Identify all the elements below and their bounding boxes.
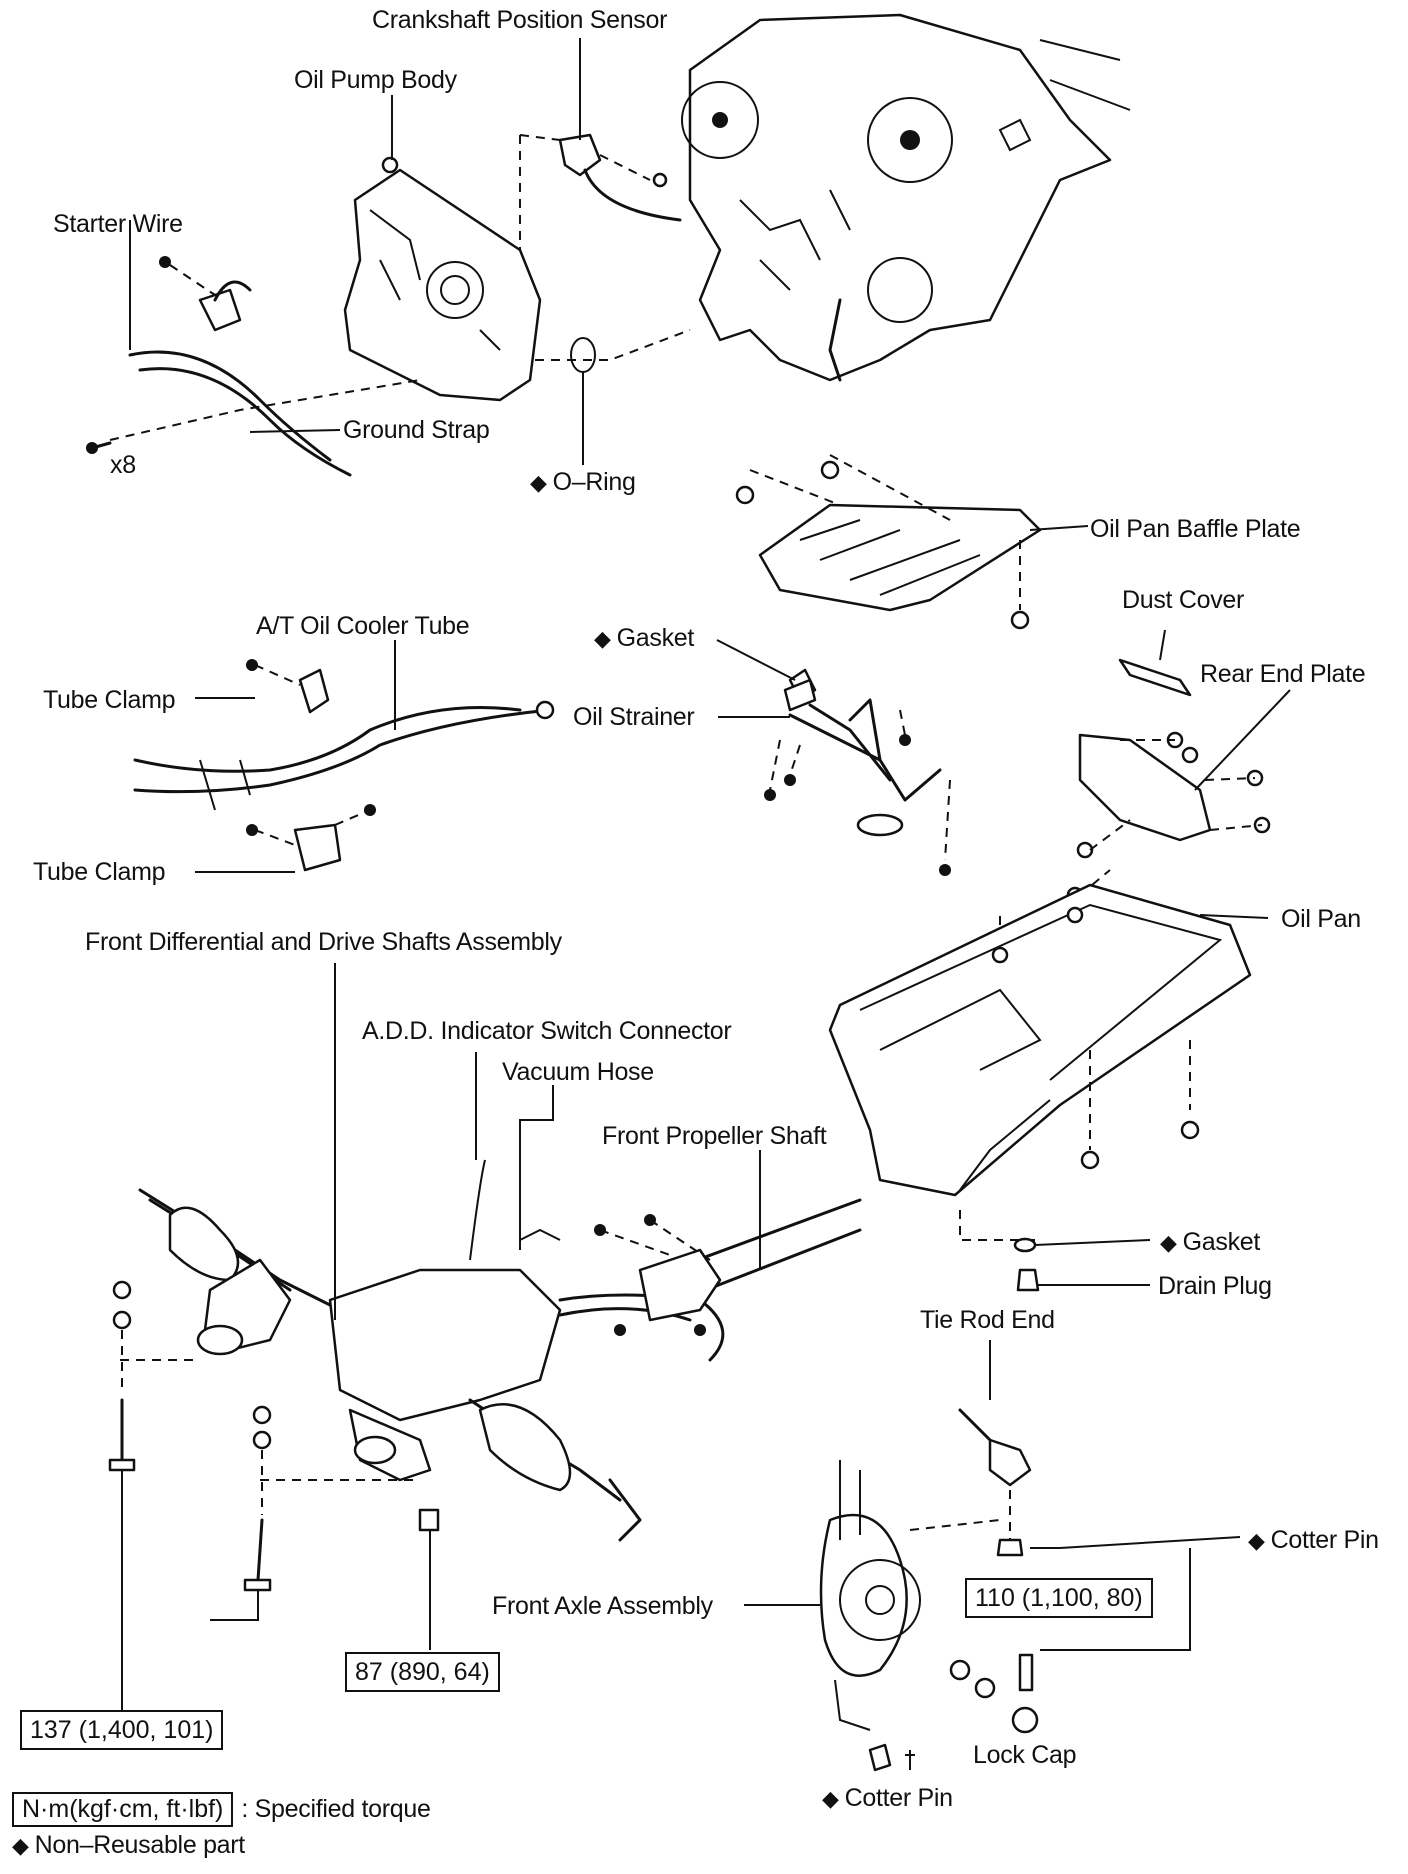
non-reusable-diamond-icon: ◆ — [1160, 1230, 1177, 1255]
label-oil-strainer: Oil Strainer — [573, 703, 695, 731]
starter-wire — [86, 256, 421, 477]
tie-rod-end — [958, 1408, 1060, 1557]
torque-mount-bolt: 137 (1,400, 101) — [20, 1710, 224, 1750]
engine-block — [681, 13, 1131, 382]
crankshaft-position-sensor — [519, 133, 691, 361]
label-drain-plug: Drain Plug — [1158, 1272, 1272, 1300]
label-oil-pump-body: Oil Pump Body — [294, 66, 457, 94]
label-rear-end-plate: Rear End Plate — [1200, 660, 1366, 688]
label-front-propeller-shaft: Front Propeller Shaft — [602, 1122, 827, 1150]
legend-torque-row: N·m(kgf·cm, ft·lbf) : Specified torque — [12, 1792, 431, 1827]
legend-torque-box: N·m(kgf·cm, ft·lbf) — [12, 1792, 234, 1827]
label-add-indicator-switch-connector: A.D.D. Indicator Switch Connector — [362, 1017, 732, 1045]
label-ground-strap: Ground Strap — [343, 416, 490, 444]
label-vacuum-hose: Vacuum Hose — [502, 1058, 654, 1086]
rear-end-plate — [1066, 731, 1271, 904]
oil-pump-body — [343, 156, 542, 402]
oil-strainer — [764, 668, 951, 876]
o-ring — [570, 337, 596, 373]
legend-nonreusable-text: Non–Reusable part — [34, 1831, 246, 1859]
label-gasket-drain: ◆Gasket — [1160, 1230, 1260, 1255]
legend-torque-text: : Specified torque — [241, 1795, 431, 1823]
torque-diff-bolt: 87 (890, 64) — [345, 1652, 500, 1692]
label-front-axle-assembly: Front Axle Assembly — [492, 1592, 713, 1620]
leader-lines — [129, 38, 1291, 1651]
label-oil-pan: Oil Pan — [1281, 905, 1361, 933]
oil-pan — [828, 883, 1252, 1292]
gasket-strainer-text: Gasket — [616, 624, 695, 652]
label-at-oil-cooler-tube: A/T Oil Cooler Tube — [256, 612, 470, 640]
non-reusable-diamond-icon: ◆ — [1248, 1528, 1265, 1553]
label-lock-cap: Lock Cap — [973, 1741, 1077, 1769]
label-cotter-pin-right: ◆Cotter Pin — [1248, 1528, 1379, 1553]
label-starter-wire: Starter Wire — [53, 210, 183, 238]
label-o-ring: ◆O–Ring — [530, 470, 636, 495]
label-crankshaft-position-sensor: Crankshaft Position Sensor — [372, 6, 668, 34]
dust-cover — [1118, 658, 1192, 697]
label-dust-cover: Dust Cover — [1122, 586, 1245, 614]
non-reusable-diamond-icon: ◆ — [12, 1833, 29, 1858]
legend-nonreusable-row: ◆Non–Reusable part — [12, 1833, 431, 1858]
cotter-pin-bottom-text: Cotter Pin — [844, 1784, 953, 1812]
label-cotter-pin-bottom: ◆Cotter Pin — [822, 1786, 953, 1811]
o-ring-text: O–Ring — [552, 468, 636, 496]
non-reusable-diamond-icon: ◆ — [594, 626, 611, 651]
front-propeller-shaft — [594, 1198, 862, 1336]
legend: N·m(kgf·cm, ft·lbf) : Specified torque ◆… — [12, 1792, 431, 1858]
gasket-drain-text: Gasket — [1182, 1228, 1261, 1256]
label-oil-pan-baffle-plate: Oil Pan Baffle Plate — [1090, 515, 1301, 543]
non-reusable-diamond-icon: ◆ — [530, 470, 547, 495]
front-axle-assembly — [819, 1460, 1039, 1772]
label-gasket-strainer: ◆Gasket — [594, 626, 694, 651]
mount-bolts — [108, 1280, 440, 1710]
non-reusable-diamond-icon: ◆ — [822, 1786, 839, 1811]
label-tube-clamp-top: Tube Clamp — [43, 686, 176, 714]
cotter-pin-right-text: Cotter Pin — [1270, 1526, 1379, 1554]
at-oil-cooler-tube — [133, 659, 555, 872]
label-tube-clamp-bottom: Tube Clamp — [33, 858, 166, 886]
torque-tie-rod-nut: 110 (1,100, 80) — [965, 1578, 1153, 1618]
label-front-differential: Front Differential and Drive Shafts Asse… — [85, 928, 562, 956]
label-x8: x8 — [110, 451, 136, 479]
label-tie-rod-end: Tie Rod End — [920, 1306, 1055, 1334]
oil-pan-baffle-plate — [735, 454, 1042, 630]
front-differential-assembly — [120, 1159, 725, 1542]
